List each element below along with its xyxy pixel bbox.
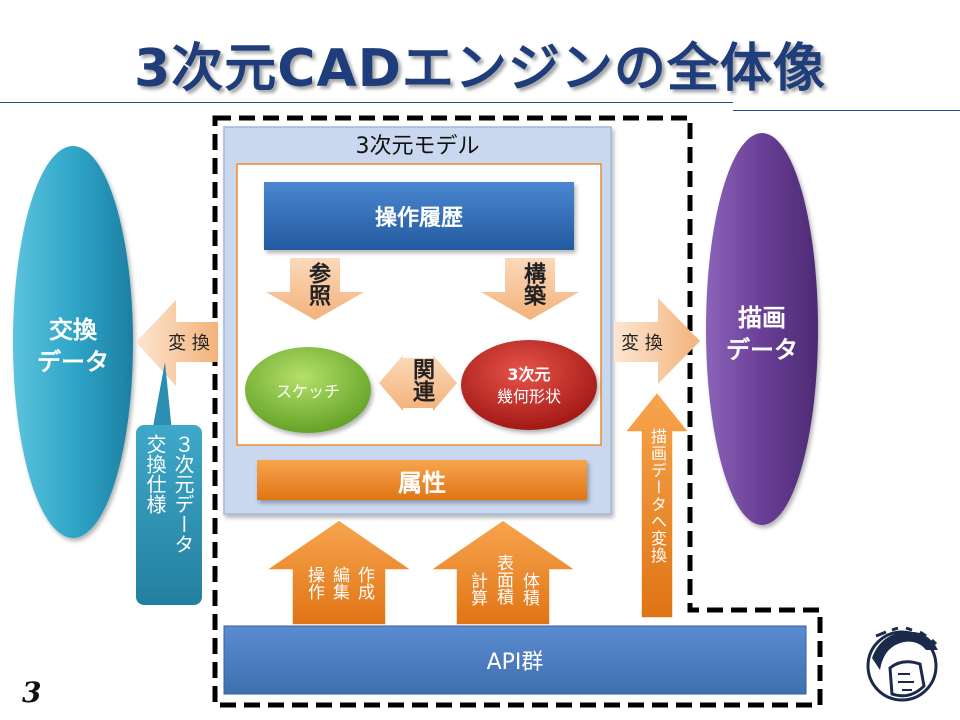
operations-col2: 編集 <box>329 566 349 600</box>
helmet-logo-icon <box>866 626 938 702</box>
build-label: 構築 <box>520 262 545 306</box>
geometry-label: 3次元 幾何形状 <box>461 364 597 408</box>
related-arrow <box>379 355 457 411</box>
operations-col1: 作成 <box>354 566 374 600</box>
related-label: 関連 <box>409 358 434 402</box>
calculation-up-arrow <box>427 519 579 626</box>
api-bar <box>223 625 807 695</box>
convert-right-label: 変 換 <box>621 333 663 354</box>
operations-label: 作成 編集 操作 <box>292 566 386 624</box>
build-arrow <box>481 258 579 320</box>
geometry-label-line1: 3次元 <box>507 365 551 384</box>
render-data-line2: データ <box>726 336 798 364</box>
geometry-label-line2: 幾何形状 <box>496 387 561 406</box>
history-box <box>264 182 574 250</box>
render-data-label: 描画 データ <box>706 302 818 366</box>
render-data-line1: 描画 <box>738 304 786 332</box>
operations-col3: 操作 <box>304 566 324 600</box>
page-title: 3次元CADエンジンの全体像 <box>134 39 826 99</box>
calculation-col3: 計算 <box>467 572 487 606</box>
exchange-data-line2: データ <box>37 348 109 376</box>
exchange-data-ellipse <box>13 146 133 538</box>
convert-left-arrow <box>136 300 218 386</box>
reference-arrow <box>266 258 364 320</box>
render-data-ellipse <box>706 133 818 525</box>
sketch-label: スケッチ <box>275 382 340 401</box>
convert-left-label: 変 換 <box>168 333 210 354</box>
calculation-col2: 表面積 <box>493 554 513 605</box>
reference-label: 参照 <box>305 262 330 306</box>
exchange-data-label: 交換 データ <box>13 314 133 378</box>
callout-box <box>136 425 202 605</box>
history-label: 操作履歴 <box>374 206 463 231</box>
model-label: 3次元モデル <box>355 134 480 159</box>
attribute-label: 属性 <box>398 468 446 497</box>
callout-pointer <box>152 362 172 432</box>
geometry-ellipse <box>461 340 597 430</box>
operations-up-arrow <box>263 519 415 626</box>
exchange-data-line1: 交換 <box>49 316 97 344</box>
callout-col1: ３次元データ <box>171 434 195 554</box>
api-label: API群 <box>486 650 544 675</box>
render-convert-label: 描画データへ変換 <box>648 428 667 564</box>
render-convert-arrow <box>623 390 691 619</box>
convert-right-arrow <box>614 298 700 384</box>
title-underline-right <box>733 110 960 111</box>
callout-text: ３次元データ 交換仕様 <box>140 434 198 600</box>
calculation-label: 体積 表面積 計算 <box>456 554 550 624</box>
page-number: 3 <box>22 676 42 709</box>
sketch-ellipse <box>245 347 371 433</box>
attribute-box <box>257 460 587 500</box>
callout-col2: 交換仕様 <box>143 434 167 514</box>
title-underline <box>0 102 733 103</box>
calculation-col1: 体積 <box>519 572 539 606</box>
